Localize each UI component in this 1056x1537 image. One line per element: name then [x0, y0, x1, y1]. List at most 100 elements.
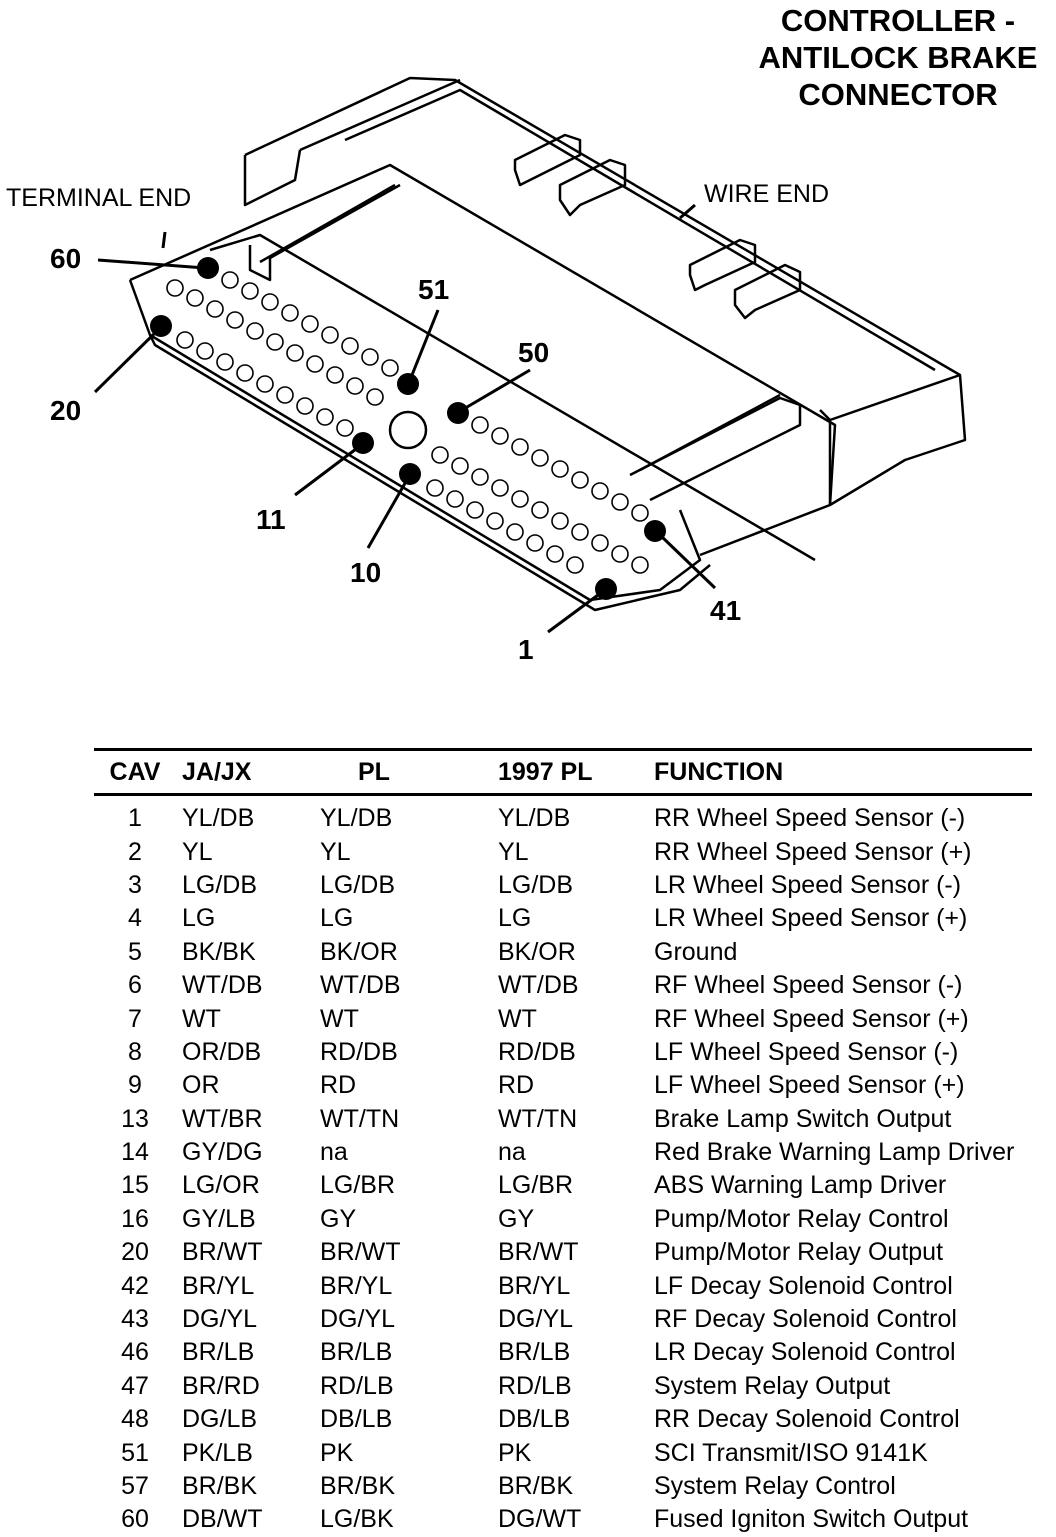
pin-label-20: 20	[50, 395, 82, 426]
cell-pl: BR/LB	[320, 1338, 393, 1367]
cell-function: Pump/Motor Relay Output	[654, 1238, 944, 1267]
title-line-3: CONNECTOR	[798, 77, 998, 112]
cell-ja-jx: DG/LB	[182, 1405, 258, 1434]
cell-1997-pl: BK/OR	[498, 937, 576, 966]
cell-ja-jx: WT/DB	[182, 971, 263, 1000]
cell-cav: 48	[121, 1405, 149, 1434]
cell-pl: LG/BR	[320, 1171, 396, 1200]
cell-1997-pl: RD/DB	[498, 1037, 576, 1066]
cell-pl: GY	[320, 1204, 357, 1233]
cell-1997-pl: BR/WT	[498, 1238, 579, 1267]
cell-ja-jx: OR	[182, 1071, 220, 1100]
cell-cav: 7	[128, 1004, 142, 1033]
cell-pl: LG	[320, 904, 354, 933]
connector-housing-rear	[243, 76, 967, 557]
cell-ja-jx: YL/DB	[182, 804, 255, 833]
cell-function: Pump/Motor Relay Control	[654, 1204, 949, 1233]
cell-cav: 51	[121, 1438, 149, 1467]
cell-1997-pl: BR/LB	[498, 1338, 571, 1367]
cell-pl: LG/DB	[320, 870, 396, 899]
cell-pl: PK	[320, 1438, 354, 1467]
cell-1997-pl: WT	[498, 1004, 537, 1033]
cell-function: ABS Warning Lamp Driver	[654, 1171, 947, 1200]
cell-1997-pl: WT/TN	[498, 1104, 578, 1133]
cell-function: LR Wheel Speed Sensor (-)	[654, 870, 962, 899]
cell-ja-jx: GY/LB	[182, 1204, 256, 1233]
cell-function: SCI Transmit/ISO 9141K	[654, 1438, 928, 1467]
title-line-1: CONTROLLER -	[780, 3, 1016, 38]
cell-ja-jx: BR/RD	[182, 1371, 260, 1400]
cell-function: Ground	[654, 937, 738, 966]
cell-function: RR Decay Solenoid Control	[654, 1405, 960, 1434]
cell-1997-pl: WT/DB	[498, 971, 579, 1000]
cell-ja-jx: BR/YL	[182, 1271, 255, 1300]
cell-pl: RD/LB	[320, 1371, 394, 1400]
cell-1997-pl: na	[498, 1138, 526, 1167]
cell-function: System Relay Control	[654, 1472, 896, 1500]
pin-label-51: 51	[418, 274, 450, 305]
leader-lines	[93, 203, 717, 634]
cell-ja-jx: BR/LB	[182, 1338, 255, 1367]
header-pl: PL	[320, 748, 498, 796]
pin-label-50: 50	[518, 337, 550, 368]
header-1997-pl: 1997 PL	[498, 748, 654, 796]
cell-function: Fused Igniton Switch Output	[654, 1505, 969, 1534]
cell-function: Red Brake Warning Lamp Driver	[654, 1138, 1015, 1167]
cell-cav: 43	[121, 1305, 149, 1334]
cell-ja-jx: PK/LB	[182, 1438, 253, 1467]
wire-end-label: WIRE END	[704, 180, 829, 208]
title-line-2: ANTILOCK BRAKE	[758, 40, 1038, 75]
pin-rows	[166, 271, 649, 574]
cell-function: LF Wheel Speed Sensor (+)	[654, 1071, 965, 1100]
cell-function: RF Decay Solenoid Control	[654, 1305, 957, 1334]
cell-1997-pl: DB/LB	[498, 1405, 571, 1434]
cell-cav: 20	[121, 1238, 149, 1267]
cell-cav: 4	[128, 904, 142, 933]
cell-1997-pl: LG	[498, 904, 532, 933]
pin-label-60: 60	[50, 243, 82, 274]
cell-function: RR Wheel Speed Sensor (-)	[654, 804, 966, 833]
header-function: FUNCTION	[654, 748, 1032, 796]
pin-label-10: 10	[350, 557, 382, 588]
cell-cav: 2	[128, 837, 142, 866]
cell-pl: BK/OR	[320, 937, 398, 966]
cell-function: RR Wheel Speed Sensor (+)	[654, 837, 972, 866]
cell-ja-jx: BR/WT	[182, 1238, 263, 1267]
cell-ja-jx: LG/DB	[182, 870, 258, 899]
cell-1997-pl: RD/LB	[498, 1371, 572, 1400]
cell-cav: 13	[121, 1104, 149, 1133]
connector-diagram	[93, 76, 967, 634]
terminal-end-label: TERMINAL END	[6, 184, 192, 212]
header-cav: CAV	[94, 748, 176, 796]
cell-1997-pl: YL	[498, 837, 529, 866]
cell-cav: 15	[121, 1171, 149, 1200]
table-row: 4 LG LG LG LR Wheel Speed Sensor (+)	[94, 902, 1032, 935]
cell-pl: WT/TN	[320, 1104, 400, 1133]
cell-cav: 47	[121, 1371, 149, 1400]
cell-cav: 3	[128, 870, 142, 899]
table-row: 48 DG/LB DB/LB DB/LB RR Decay Solenoid Contr…	[94, 1403, 1032, 1436]
cell-1997-pl: PK	[498, 1438, 532, 1467]
cell-1997-pl: LG/BR	[498, 1171, 574, 1200]
cell-ja-jx: LG	[182, 904, 216, 933]
cell-ja-jx: GY/DG	[182, 1138, 263, 1167]
table-header-row: CAV JA/JX PL 1997 PL FUNCTION	[94, 748, 1032, 796]
cell-pl: DB/LB	[320, 1405, 393, 1434]
cell-pl: WT	[320, 1004, 359, 1033]
cell-1997-pl: GY	[498, 1204, 535, 1233]
cell-function: LR Wheel Speed Sensor (+)	[654, 904, 968, 933]
cell-1997-pl: DG/WT	[498, 1505, 582, 1534]
